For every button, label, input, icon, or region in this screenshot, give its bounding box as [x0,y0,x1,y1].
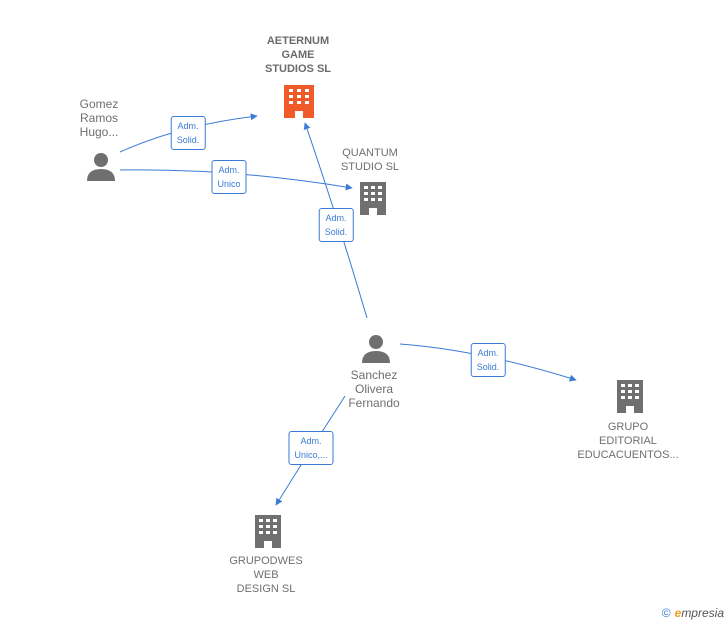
label-line: GRUPO [607,421,649,433]
label-line: EDITORIAL [599,435,657,447]
badge-line: Adm. [325,213,347,223]
building-icon[interactable] [617,380,643,413]
label-line: AETERNUM [266,35,330,47]
brand-logo: empresia [675,606,724,620]
label-line: Sanchez [350,368,398,382]
footer-brand[interactable]: © empresia [662,606,724,620]
copyright-icon: © [661,606,671,620]
label-line: Olivera [354,382,393,396]
label-line: GRUPODWES [229,555,303,567]
badge-line: Solid. [476,362,500,372]
label-line: WEB [253,569,279,581]
badge-line: Adm. [477,348,499,358]
person-label-gomez[interactable]: Gomez Ramos Hugo... [80,97,119,139]
badge-line: Solid. [176,135,200,145]
building-icon[interactable] [255,515,281,548]
label-line: STUDIOS SL [264,63,332,75]
person-icon[interactable] [362,335,390,363]
label-line: Hugo... [79,125,119,139]
badge-line: Solid. [324,227,348,237]
label-line: GAME [281,49,315,61]
company-label-aeternum[interactable]: AETERNUM GAME STUDIOS SL [265,34,331,76]
brand-name: mpresia [681,606,724,620]
edge-badge-sanchez-grupodwes[interactable]: Adm. Unico,... [288,431,334,465]
badge-line: Unico,... [294,450,328,460]
company-label-grupodwes[interactable]: GRUPODWES WEB DESIGN SL [229,554,302,596]
label-line: QUANTUM [342,147,398,159]
badge-line: Adm. [177,121,199,131]
edge-badge-sanchez-editorial[interactable]: Adm. Solid. [470,343,506,377]
building-icon[interactable] [284,85,314,118]
label-line: DESIGN SL [236,583,296,595]
label-line: Ramos [79,111,119,125]
building-icon[interactable] [360,182,386,215]
label-line: Gomez [79,97,119,111]
label-line: Fernando [348,396,400,410]
company-label-grupo-editorial[interactable]: GRUPO EDITORIAL EDUCACUENTOS... [577,420,678,462]
badge-line: Adm. [218,165,240,175]
edge-badge-gomez-quantum[interactable]: Adm. Unico [211,160,247,194]
person-label-sanchez[interactable]: Sanchez Olivera Fernando [348,368,399,410]
label-line: STUDIO SL [340,161,400,173]
brand-initial: e [674,606,682,620]
edge-badge-sanchez-aeternum[interactable]: Adm. Solid. [318,208,354,242]
badge-line: Unico [217,179,241,189]
person-icon[interactable] [87,153,115,181]
label-line: EDUCACUENTOS... [577,449,679,461]
badge-line: Adm. [300,436,322,446]
company-label-quantum[interactable]: QUANTUM STUDIO SL [341,146,399,174]
edge-badge-gomez-aeternum[interactable]: Adm. Solid. [170,116,206,150]
